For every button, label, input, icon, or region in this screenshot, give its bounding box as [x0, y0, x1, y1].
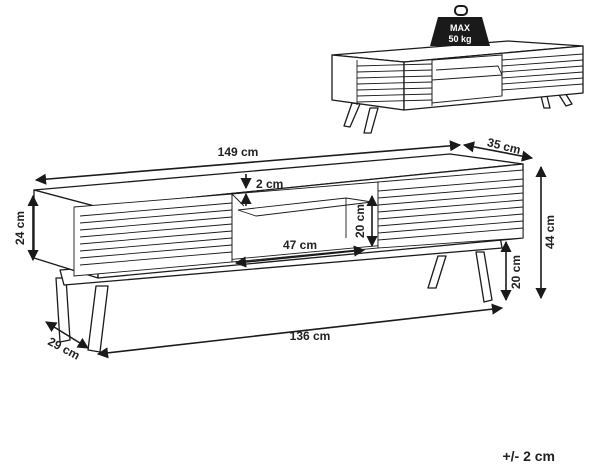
- shelf-gap-label: 2 cm: [256, 177, 283, 191]
- dimension-arrows: [27, 140, 547, 359]
- leg-span-label: 136 cm: [290, 329, 331, 343]
- leg-height-label: 20 cm: [509, 255, 523, 289]
- tolerance-label: +/- 2 cm: [502, 448, 555, 464]
- reference-sketch: [331, 40, 584, 134]
- opening-height-label: 20 cm: [353, 204, 367, 238]
- total-height-label: 44 cm: [543, 215, 557, 249]
- left-slatted-door: [73, 193, 233, 277]
- depth-label: 35 cm: [486, 135, 522, 157]
- body-height-label: 24 cm: [13, 211, 27, 245]
- opening-width-label: 47 cm: [283, 238, 317, 252]
- weight-badge-line1: MAX: [450, 23, 470, 33]
- max-weight-badge: MAX 50 kg: [430, 5, 490, 46]
- width-label: 149 cm: [218, 145, 259, 159]
- weight-badge-line2: 50 kg: [448, 34, 471, 44]
- dimension-labels: 149 cm 35 cm 24 cm 44 cm 20 cm 2 cm 20 c…: [13, 135, 557, 464]
- right-slatted-door: [377, 169, 524, 249]
